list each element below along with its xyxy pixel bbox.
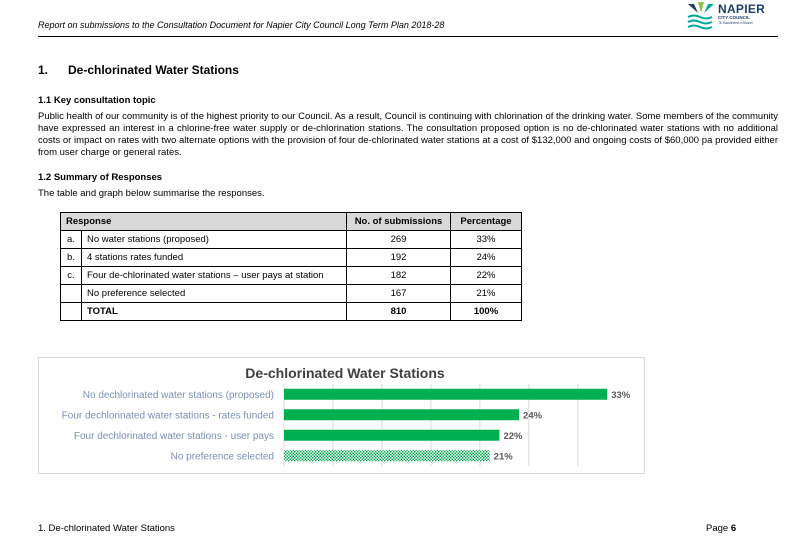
row-label: Four de-chlorinated water stations – use…: [81, 266, 347, 285]
table-header-row: Response No. of submissions Percentage: [60, 212, 522, 231]
chart-data-label: 24%: [523, 410, 543, 421]
chart-bar: [284, 450, 490, 462]
footer-page-label: Page: [706, 523, 731, 534]
napier-logo: NAPIER CITY COUNCIL Te Kaunihera o Ahuri…: [682, 2, 782, 32]
chart-data-label: 22%: [503, 431, 523, 442]
row-label: No preference selected: [81, 284, 347, 303]
table-total-row: TOTAL 810 100%: [60, 302, 522, 321]
row-letter: [60, 284, 82, 303]
logo-subtitle: CITY COUNCIL: [718, 15, 750, 20]
header-percentage: Percentage: [450, 212, 522, 231]
footer-section-label: 1. De-chlorinated Water Stations: [38, 523, 175, 534]
footer-page: Page 6: [706, 523, 736, 534]
row-percentage: 100%: [450, 302, 522, 321]
row-percentage: 22%: [450, 266, 522, 285]
chart-data-label: 33%: [611, 390, 631, 401]
row-percentage: 24%: [450, 248, 522, 267]
row-letter: [60, 302, 82, 321]
table-row: c. Four de-chlorinated water stations – …: [60, 266, 522, 285]
row-letter: c.: [60, 266, 82, 285]
chart-category-label: No preference selected: [171, 451, 274, 462]
table-row: a. No water stations (proposed) 269 33%: [60, 230, 522, 249]
row-count: 167: [346, 284, 451, 303]
napier-logo-icon: [687, 2, 714, 30]
logo-tagline: Te Kaunihera o Ahuriri: [718, 21, 753, 25]
chart-bar: [284, 429, 500, 441]
row-percentage: 21%: [450, 284, 522, 303]
topic-heading: 1.1 Key consultation topic: [38, 95, 156, 106]
section-heading: 1. De-chlorinated Water Stations: [38, 63, 239, 77]
header-submissions: No. of submissions: [346, 212, 451, 231]
chart-data-label: 21%: [494, 451, 514, 462]
logo-wordmark: NAPIER: [718, 2, 766, 16]
row-percentage: 33%: [450, 230, 522, 249]
chart-category-label: Four dechlorinated water stations - rate…: [62, 410, 274, 421]
row-count: 810: [346, 302, 451, 321]
chart-bar: [284, 409, 520, 421]
chart-category-label: Four dechlorinated water stations - user…: [74, 431, 274, 442]
row-letter: b.: [60, 248, 82, 267]
responses-chart-svg: De-chlorinated Water Stations No dechlor…: [62, 365, 631, 466]
report-header-title: Report on submissions to the Consultatio…: [38, 20, 445, 30]
row-label: No water stations (proposed): [81, 230, 347, 249]
responses-chart: De-chlorinated Water Stations No dechlor…: [38, 357, 645, 474]
row-label: 4 stations rates funded: [81, 248, 347, 267]
section-number: 1.: [38, 63, 49, 77]
summary-paragraph: The table and graph below summarise the …: [38, 188, 265, 199]
header-response: Response: [60, 212, 347, 231]
row-count: 269: [346, 230, 451, 249]
row-count: 192: [346, 248, 451, 267]
chart-title: De-chlorinated Water Stations: [245, 365, 445, 381]
footer-page-number: 6: [730, 523, 737, 534]
section-title: De-chlorinated Water Stations: [68, 63, 239, 77]
chart-bar: [284, 388, 608, 400]
topic-paragraph: Public health of our community is of the…: [38, 111, 778, 158]
row-letter: a.: [60, 230, 82, 249]
table-row: No preference selected 167 21%: [60, 284, 522, 303]
row-label: TOTAL: [81, 302, 347, 321]
row-count: 182: [346, 266, 451, 285]
responses-table: Response No. of submissions Percentage a…: [60, 212, 522, 321]
header-rule: [38, 36, 778, 37]
summary-heading: 1.2 Summary of Responses: [38, 172, 163, 183]
chart-category-label: No dechlorinated water stations (propose…: [83, 390, 274, 401]
table-row: b. 4 stations rates funded 192 24%: [60, 248, 522, 267]
